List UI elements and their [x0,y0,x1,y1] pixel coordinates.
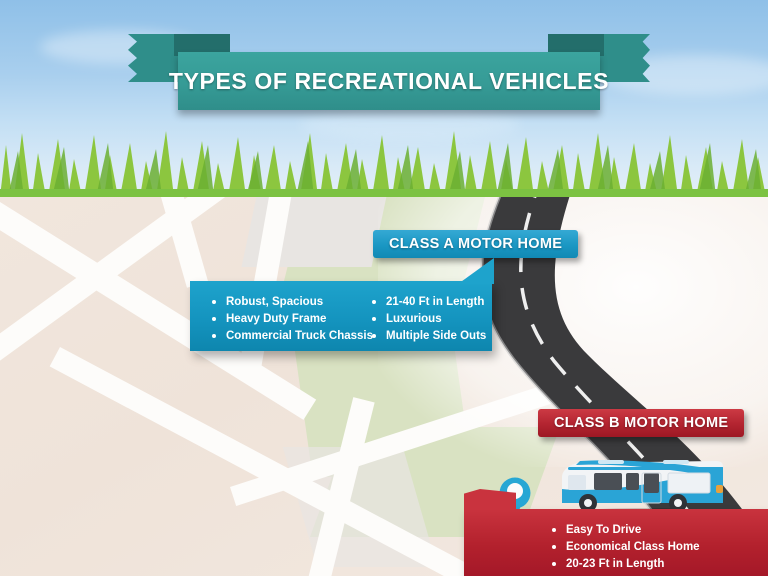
page-title: TYPES OF RECREATIONAL VEHICLES [168,67,610,94]
map-background: CLASS A MOTOR HOME Robust, Spacious Heav… [0,197,768,576]
class-b-label-banner[interactable]: CLASS B MOTOR HOME [538,409,745,437]
grass-illustration [0,131,768,197]
class-a-bullets-left: Robust, Spacious Heavy Duty Frame Commer… [212,294,373,345]
list-item: Multiple Side Outs [372,328,486,345]
class-a-feature-box: Robust, Spacious Heavy Duty Frame Commer… [190,258,494,351]
class-a-label-banner[interactable]: CLASS A MOTOR HOME [373,230,579,258]
list-item: Heavy Duty Frame [212,311,372,328]
list-item: 21-40 Ft in Length [372,294,486,311]
ribbon-fold-right [548,34,604,56]
list-item: Luxurious [372,311,486,328]
list-item: Commercial Truck Chassis [212,328,373,345]
class-a-label-text: CLASS A MOTOR HOME [389,236,563,252]
list-item: Easy To Drive [552,522,700,539]
cloud-shape [300,110,520,140]
class-b-bullet-group: Easy To Drive Economical Class Home 20-2… [464,509,768,576]
list-item: 20-23 Ft in Length [552,556,700,573]
header-sky-background: TYPES OF RECREATIONAL VEHICLES [0,0,768,197]
class-a-bullets-right: 21-40 Ft in Length Luxurious Multiple Si… [372,294,486,345]
ribbon-fold-left [174,34,230,56]
class-b-feature-box: Easy To Drive Economical Class Home 20-2… [464,489,768,576]
ribbon-body: TYPES OF RECREATIONAL VEHICLES [169,52,608,110]
class-b-label-text: CLASS B MOTOR HOME [554,415,729,431]
class-b-bullets: Easy To Drive Economical Class Home 20-2… [552,522,700,573]
list-item: Robust, Spacious [212,294,372,311]
class-a-bullet-group: Robust, Spacious Heavy Duty Frame Commer… [190,281,492,358]
callout-notch [464,489,516,510]
title-ribbon: TYPES OF RECREATIONAL VEHICLES [128,30,650,110]
list-item: Economical Class Home [552,539,700,556]
